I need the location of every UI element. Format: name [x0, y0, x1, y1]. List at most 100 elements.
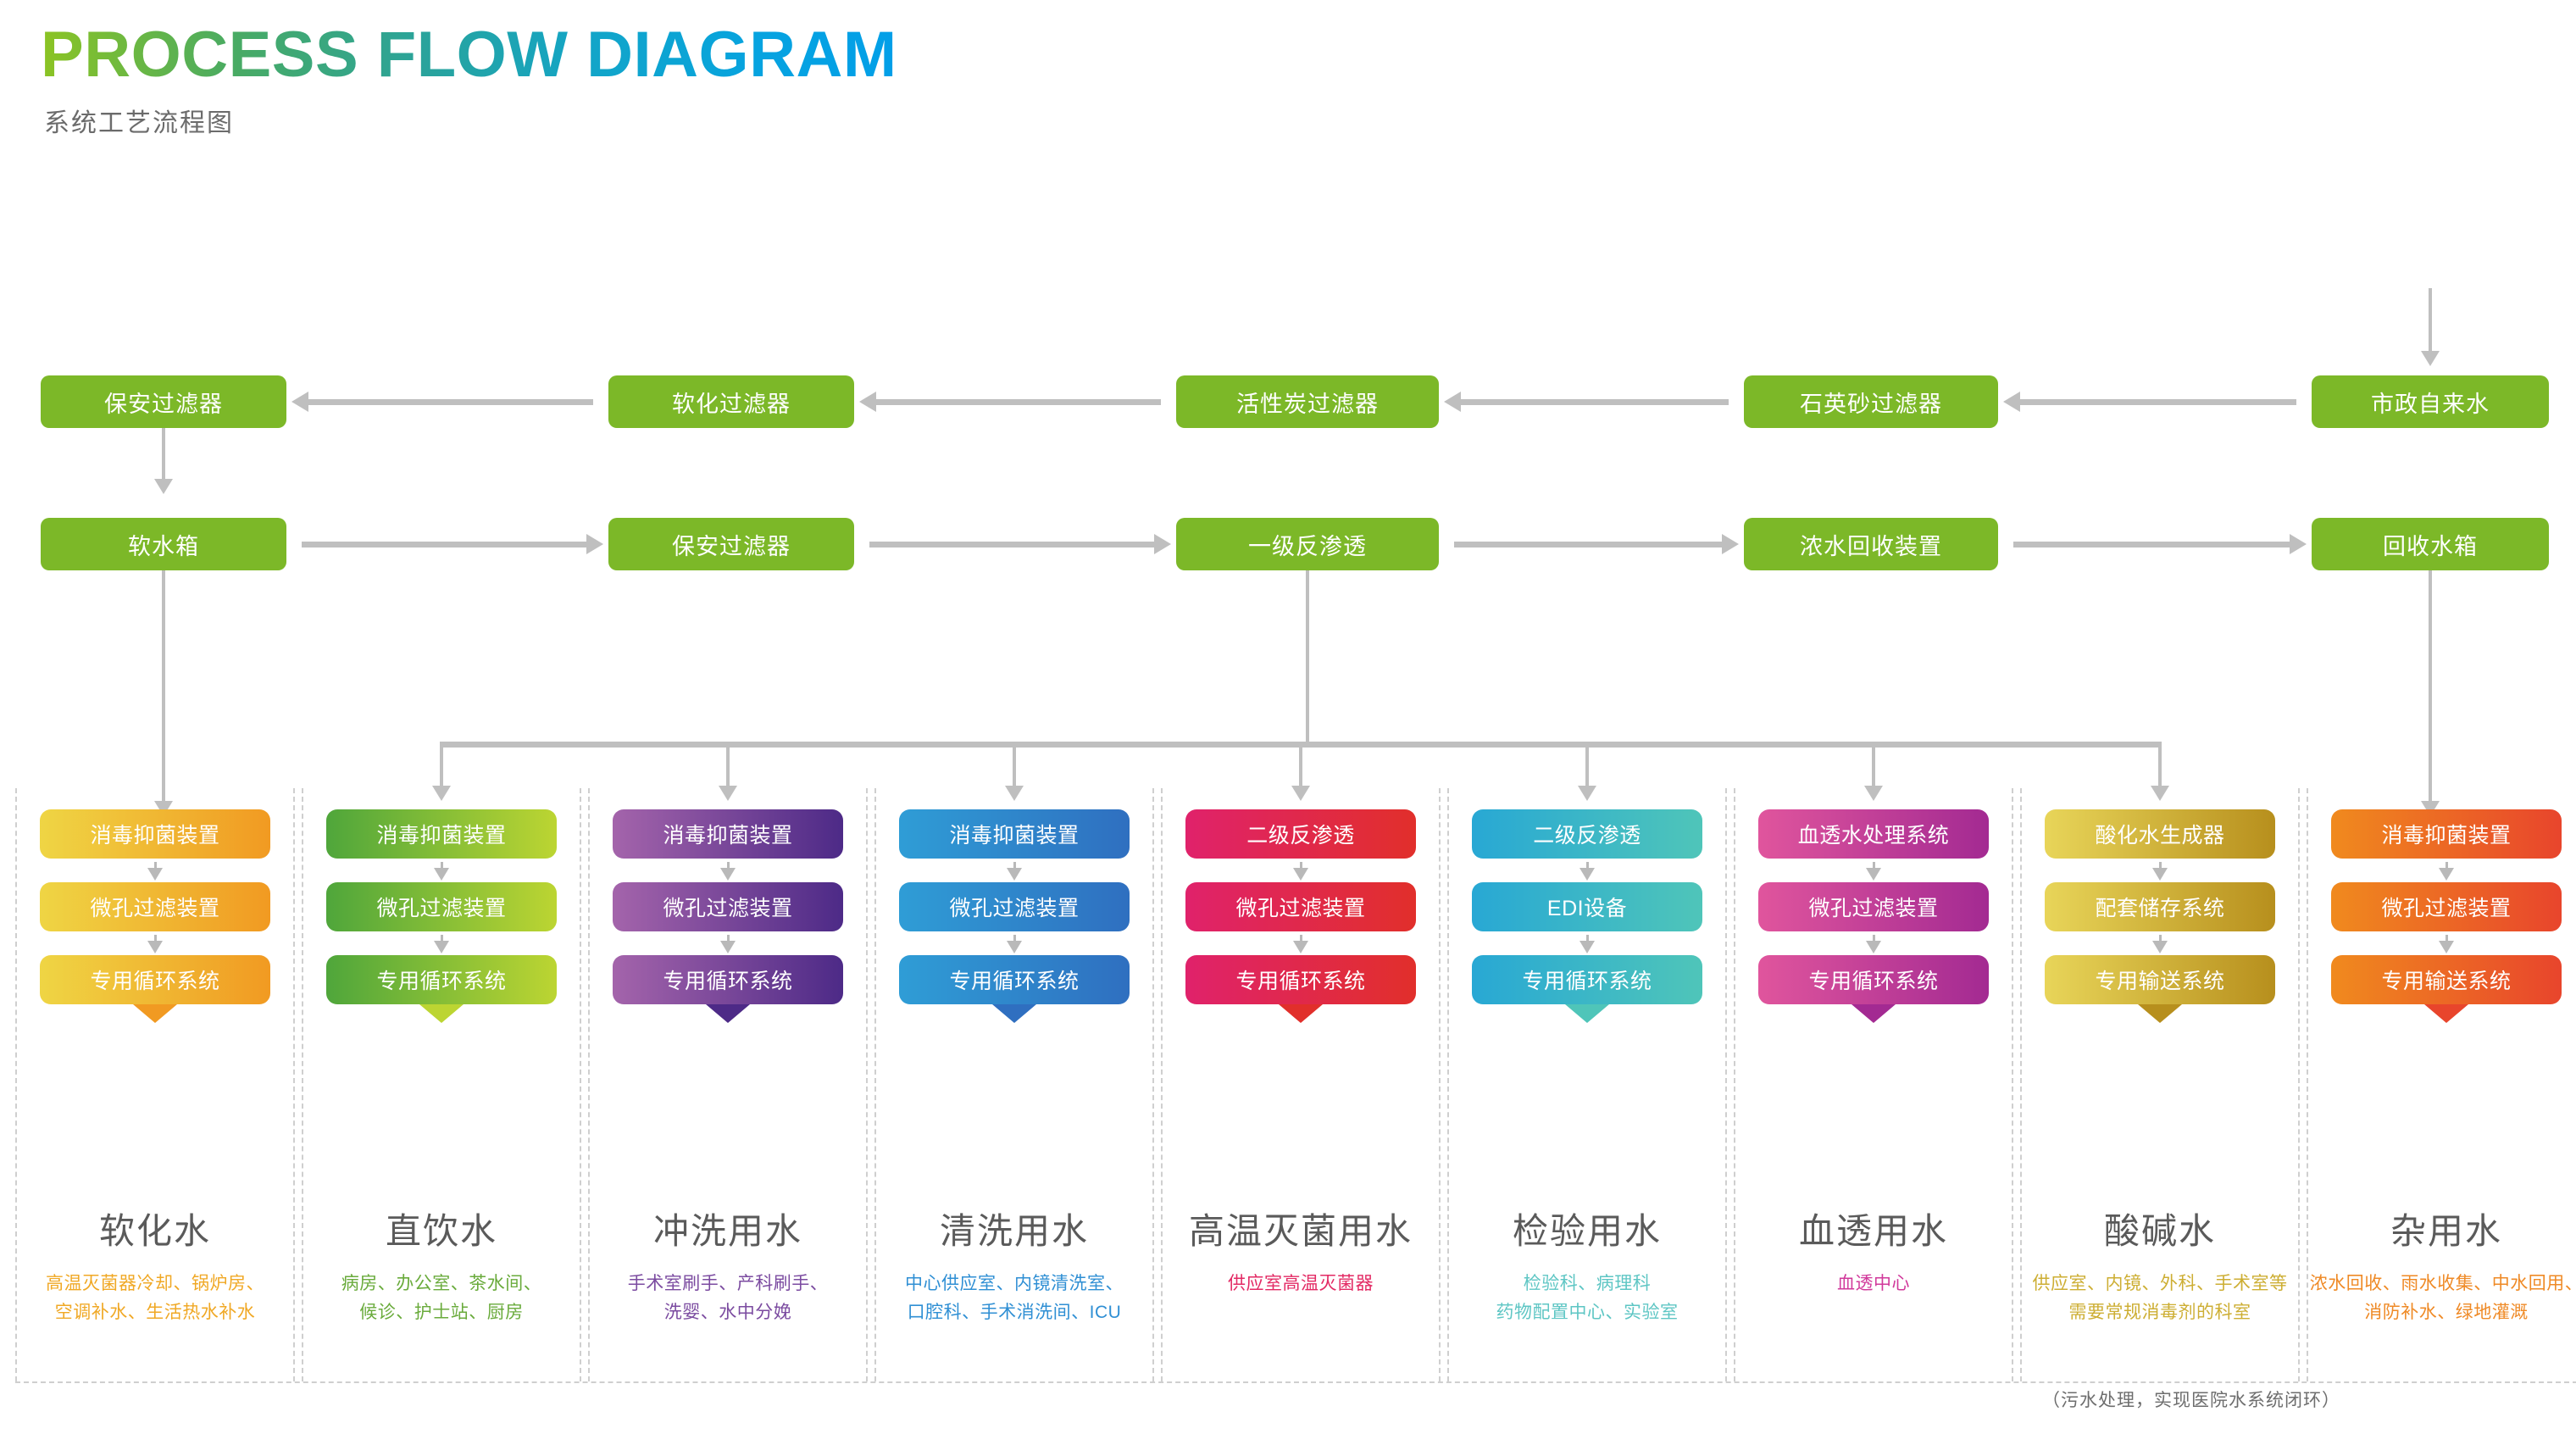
column-flush-water-step-1[interactable]: 微孔过滤装置: [613, 882, 843, 931]
column-hemodialysis-water-step-1[interactable]: 微孔过滤装置: [1758, 882, 1989, 931]
step-label: 微孔过滤装置: [376, 897, 507, 920]
soft-tank-down-line: [162, 570, 165, 806]
column-flush-water-step-arrow-1: [720, 941, 736, 953]
column-flush-water-description: 手术室刷手、产科刷手、洗婴、水中分娩: [585, 1270, 871, 1327]
row1-connector-line: [1461, 399, 1729, 405]
column-high-temp-sterilization-water-step-arrow-1: [1293, 941, 1308, 953]
row2-box-2[interactable]: 一级反渗透: [1176, 518, 1439, 570]
column-direct-drinking-water-step-arrow-0: [434, 868, 449, 881]
column-laboratory-water-step-arrow-0: [1579, 868, 1595, 881]
branch-line-7: [2158, 742, 2162, 791]
column-hemodialysis-water-step-2[interactable]: 专用循环系统: [1758, 955, 1989, 1004]
column-laboratory-water-step-arrow-1: [1579, 941, 1595, 953]
row2-box-0[interactable]: 软水箱: [41, 518, 286, 570]
step-label: EDI设备: [1546, 897, 1628, 920]
column-softened-water-step-arrow-line-1: [153, 935, 157, 943]
column-softened-water-tab: [133, 1004, 177, 1023]
column-flush-water-step-0[interactable]: 消毒抑菌装置: [613, 809, 843, 859]
column-laboratory-water-step-2[interactable]: 专用循环系统: [1472, 955, 1702, 1004]
description-line: 候诊、护士站、厨房: [359, 1303, 524, 1322]
column-miscellaneous-water-step-2[interactable]: 专用输送系统: [2331, 955, 2562, 1004]
column-softened-water-step-arrow-line-0: [153, 862, 157, 870]
column-cleaning-water-step-1[interactable]: 微孔过滤装置: [899, 882, 1130, 931]
column-miscellaneous-water-step-1[interactable]: 微孔过滤装置: [2331, 882, 2562, 931]
column-laboratory-water-step-arrow-line-0: [1585, 862, 1589, 870]
row1-to-row2-arrow: [154, 479, 173, 494]
column-softened-water-step-2[interactable]: 专用循环系统: [40, 955, 270, 1004]
branch-line-6: [1872, 742, 1875, 791]
row1-connector-line: [2020, 399, 2296, 405]
column-softened-water-title: 软化水: [98, 1211, 211, 1251]
column-softened-water-step-1[interactable]: 微孔过滤装置: [40, 882, 270, 931]
column-cleaning-water-description: 中心供应室、内镜清洗室、口腔科、手术消洗间、ICU: [871, 1270, 1158, 1327]
column-hemodialysis-water-step-arrow-line-1: [1872, 935, 1875, 943]
step-label: 消毒抑菌装置: [663, 824, 793, 848]
column-high-temp-sterilization-water-step-arrow-0: [1293, 868, 1308, 881]
description-line: 检验科、病理科: [1523, 1274, 1652, 1293]
column-hemodialysis-water-step-0[interactable]: 血透水处理系统: [1758, 809, 1989, 859]
column-cleaning-water-step-arrow-line-0: [1013, 862, 1016, 870]
description-line: 需要常规消毒剂的科室: [2068, 1303, 2251, 1322]
column-high-temp-sterilization-water-step-1[interactable]: 微孔过滤装置: [1185, 882, 1416, 931]
column-flush-water-step-2[interactable]: 专用循环系统: [613, 955, 843, 1004]
step-label: 酸化水生成器: [2095, 824, 2225, 848]
description-line: 浓水回收、雨水收集、中水回用、: [2309, 1274, 2576, 1293]
column-softened-water-step-0[interactable]: 消毒抑菌装置: [40, 809, 270, 859]
row2-arrow-right: [1154, 534, 1171, 554]
column-flush-water-step-arrow-line-1: [726, 935, 730, 943]
branch-arrow-7: [2151, 786, 2169, 801]
column-acid-alkali-water-title: 酸碱水: [2103, 1211, 2216, 1251]
row2-box-4[interactable]: 回收水箱: [2312, 518, 2549, 570]
row2-box-1[interactable]: 保安过滤器: [608, 518, 854, 570]
row1-arrow-left: [859, 392, 876, 412]
row1-box-1[interactable]: 软化过滤器: [608, 375, 854, 428]
column-cleaning-water-step-arrow-line-1: [1013, 935, 1016, 943]
column-direct-drinking-water-step-0[interactable]: 消毒抑菌装置: [326, 809, 557, 859]
row1-box-2[interactable]: 活性炭过滤器: [1176, 375, 1439, 428]
column-high-temp-sterilization-water-title: 高温灭菌用水: [1188, 1211, 1413, 1251]
column-miscellaneous-water-step-0[interactable]: 消毒抑菌装置: [2331, 809, 2562, 859]
column-hemodialysis-water-tab: [1852, 1004, 1896, 1023]
column-acid-alkali-water-step-arrow-line-1: [2158, 935, 2162, 943]
row1-box-4[interactable]: 市政自来水: [2312, 375, 2549, 428]
row1-connector-line: [876, 399, 1161, 405]
column-laboratory-water-step-1[interactable]: EDI设备: [1472, 882, 1702, 931]
column-direct-drinking-water-step-2[interactable]: 专用循环系统: [326, 955, 557, 1004]
branch-arrow-6: [1864, 786, 1883, 801]
step-label: 微孔过滤装置: [90, 897, 220, 920]
step-label: 消毒抑菌装置: [949, 824, 1080, 848]
column-miscellaneous-water-tab: [2424, 1004, 2468, 1023]
branch-line-2: [726, 742, 730, 791]
column-high-temp-sterilization-water-step-0[interactable]: 二级反渗透: [1185, 809, 1416, 859]
step-label: 微孔过滤装置: [1235, 897, 1366, 920]
column-cleaning-water-step-0[interactable]: 消毒抑菌装置: [899, 809, 1130, 859]
row2-connector-line: [302, 542, 586, 547]
column-high-temp-sterilization-water-step-arrow-line-0: [1299, 862, 1302, 870]
step-label: 二级反渗透: [1246, 824, 1355, 848]
description-line: 供应室高温灭菌器: [1228, 1274, 1374, 1293]
column-cleaning-water-step-2[interactable]: 专用循环系统: [899, 955, 1130, 1004]
column-flush-water-step-arrow-0: [720, 868, 736, 881]
column-acid-alkali-water-description: 供应室、内镜、外科、手术室等需要常规消毒剂的科室: [2017, 1270, 2303, 1327]
row1-box-0[interactable]: 保安过滤器: [41, 375, 286, 428]
description-line: 空调补水、生活热水补水: [54, 1303, 256, 1322]
column-panel-cleaning-water: [874, 788, 1154, 1381]
column-hemodialysis-water-step-arrow-1: [1866, 941, 1881, 953]
column-direct-drinking-water-step-1[interactable]: 微孔过滤装置: [326, 882, 557, 931]
column-acid-alkali-water-step-1[interactable]: 配套储存系统: [2045, 882, 2275, 931]
column-direct-drinking-water-step-arrow-line-0: [440, 862, 443, 870]
column-laboratory-water-step-0[interactable]: 二级反渗透: [1472, 809, 1702, 859]
column-panel-laboratory-water: [1447, 788, 1727, 1381]
row1-box-3[interactable]: 石英砂过滤器: [1744, 375, 1998, 428]
description-line: 血透中心: [1837, 1274, 1910, 1293]
step-label: 微孔过滤装置: [1808, 897, 1939, 920]
step-label: 微孔过滤装置: [2381, 897, 2512, 920]
column-high-temp-sterilization-water-step-2[interactable]: 专用循环系统: [1185, 955, 1416, 1004]
row2-box-3[interactable]: 浓水回收装置: [1744, 518, 1998, 570]
column-acid-alkali-water-step-0[interactable]: 酸化水生成器: [2045, 809, 2275, 859]
branch-line-4: [1299, 742, 1302, 791]
header: PROCESS FLOW DIAGRAM 系统工艺流程图: [41, 19, 897, 139]
column-high-temp-sterilization-water-tab: [1279, 1004, 1323, 1023]
column-acid-alkali-water-step-2[interactable]: 专用输送系统: [2045, 955, 2275, 1004]
column-high-temp-sterilization-water-step-arrow-line-1: [1299, 935, 1302, 943]
